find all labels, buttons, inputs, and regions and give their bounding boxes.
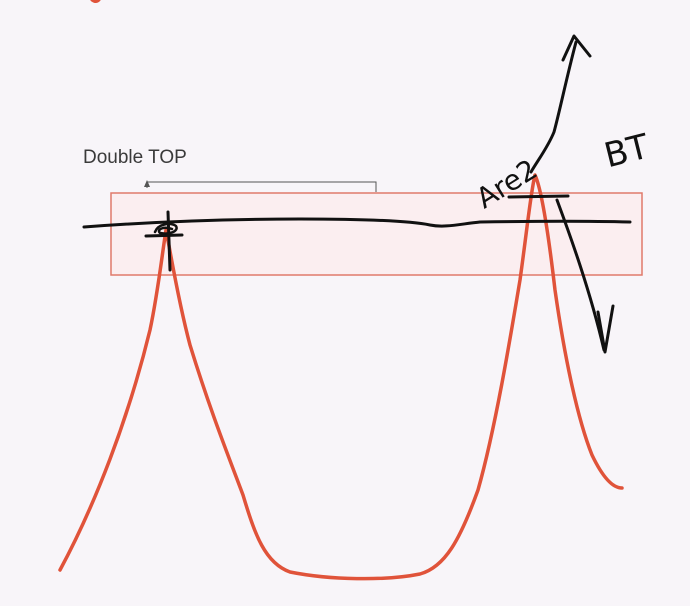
bt-handwritten-label: BT — [600, 127, 653, 177]
resistance-zone — [110, 192, 643, 276]
upward-arrow-head — [561, 34, 592, 62]
price-curve — [58, 173, 624, 581]
resistance-line — [82, 217, 632, 229]
double-top-label: Double TOP — [83, 147, 187, 168]
upward-arrow-line — [529, 40, 578, 174]
downward-arrow-head — [596, 304, 615, 354]
first-top-base — [144, 233, 184, 238]
first-top-marker — [166, 210, 172, 272]
downward-arrow-line — [555, 198, 606, 352]
second-top-marker — [507, 194, 570, 199]
first-top-scribble — [153, 222, 178, 235]
double-top-bracket — [146, 181, 377, 192]
stray-red-mark — [90, 0, 101, 3]
bracket-arrowhead — [144, 180, 150, 187]
